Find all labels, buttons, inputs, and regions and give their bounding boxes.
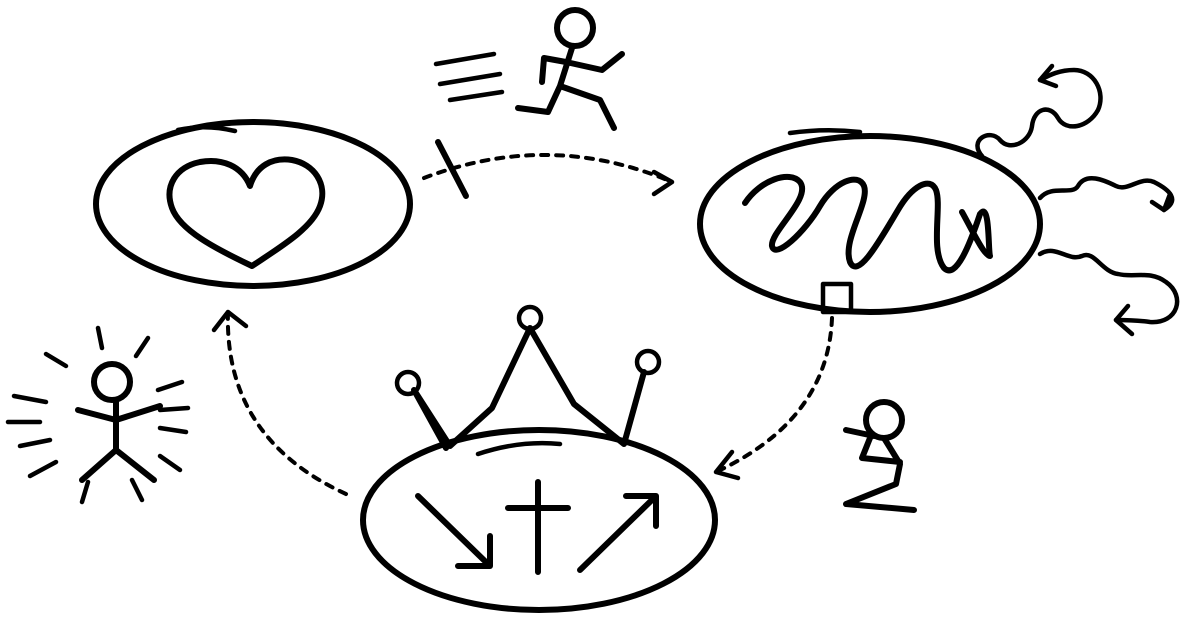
squiggle-top: [977, 70, 1100, 156]
blocker-mark: [438, 142, 466, 196]
crown-jewel-right: [637, 351, 659, 373]
running-person-icon: [436, 10, 622, 128]
squiggle-mid-arrow: [1152, 194, 1170, 210]
cross-icon: [508, 482, 568, 572]
crown-jewel-left: [397, 372, 419, 394]
scribble-circle-accent: [790, 130, 860, 133]
squiggle-bottom: [1040, 251, 1177, 322]
up-arrow-icon: [580, 496, 656, 570]
radiant-person-icon: [8, 328, 188, 502]
scribble-node: [700, 66, 1177, 334]
arrow-cross-to-heart: [228, 312, 346, 494]
heart-circle-accent: [178, 127, 235, 131]
kneeling-person-icon: [846, 402, 914, 510]
arrow-heart-to-scribble-head: [654, 172, 672, 194]
heart-node: [96, 122, 410, 286]
arrow-scribble-to-cross: [716, 318, 832, 472]
arrow-heart-to-scribble: [424, 155, 672, 182]
cross-node: [363, 307, 715, 610]
heart-circle: [96, 122, 410, 286]
squiggle-mid: [1040, 178, 1172, 210]
down-arrow-icon: [418, 496, 490, 566]
cycle-arrows: [214, 142, 832, 494]
tangled-line-icon: [745, 177, 990, 270]
arrow-cross-to-heart-head: [214, 312, 246, 330]
heart-icon: [170, 159, 323, 266]
cross-circle-accent: [478, 443, 560, 454]
arrow-scribble-to-cross-head: [716, 452, 738, 478]
